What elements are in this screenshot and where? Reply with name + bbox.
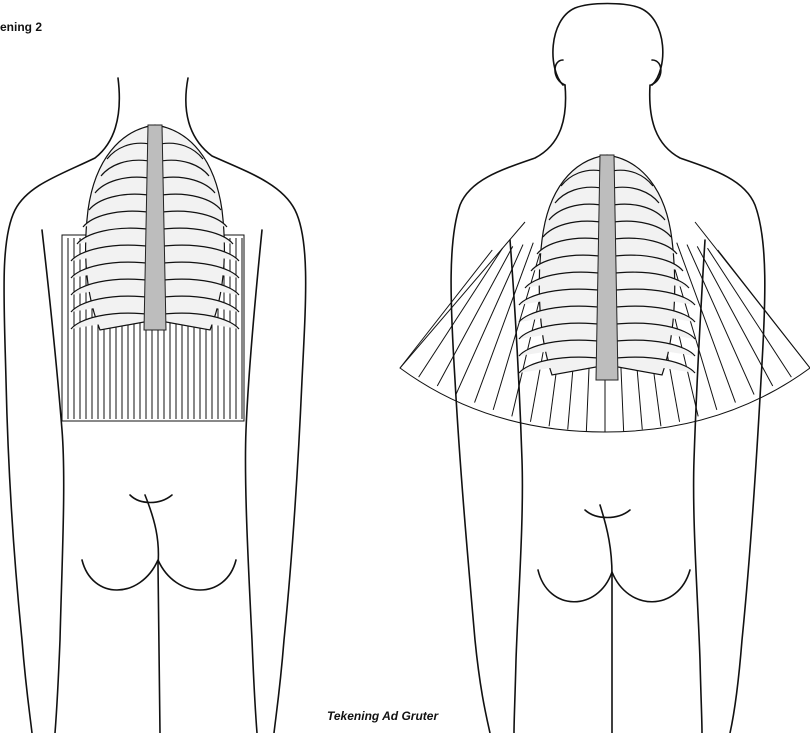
right-figure-waist-curve bbox=[585, 510, 630, 518]
right-fan-ray bbox=[677, 243, 736, 403]
artist-credit: Tekening Ad Gruter bbox=[327, 709, 438, 723]
right-fan-ray bbox=[419, 248, 503, 377]
left-figure bbox=[4, 78, 306, 733]
left-figure-torso-left bbox=[42, 230, 64, 733]
right-fan-ray bbox=[437, 246, 512, 386]
left-figure-waist-curve bbox=[130, 495, 172, 503]
right-figure-outline-right bbox=[650, 85, 765, 733]
right-figure-buttocks bbox=[538, 570, 690, 602]
right-fan-ray bbox=[697, 246, 772, 386]
left-figure-gluteal-cleft bbox=[145, 495, 160, 733]
figure-label: ening 2 bbox=[0, 20, 42, 34]
right-figure-torso-left bbox=[510, 240, 522, 733]
right-fan-ray bbox=[456, 245, 523, 395]
left-spine bbox=[144, 125, 166, 330]
right-figure-outline-left bbox=[451, 85, 566, 733]
left-figure-torso-right bbox=[245, 230, 262, 733]
right-fan-ray bbox=[708, 248, 792, 377]
right-figure-gluteal-cleft bbox=[600, 505, 612, 733]
right-figure-head bbox=[553, 4, 663, 86]
right-spine bbox=[596, 155, 618, 380]
right-fan-ray bbox=[475, 243, 534, 403]
right-figure bbox=[400, 4, 810, 734]
